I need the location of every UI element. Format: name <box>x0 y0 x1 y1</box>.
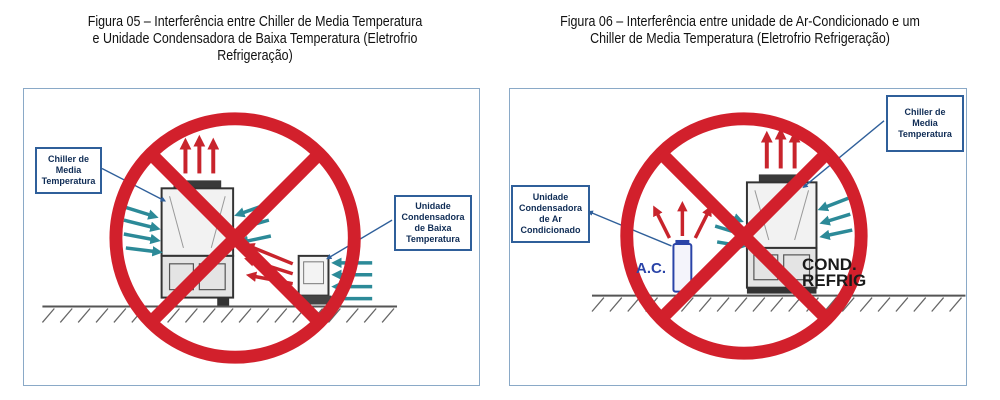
ac-discharge-arrows <box>653 200 712 239</box>
callout-text: Temperatura <box>41 176 96 186</box>
caption-line: Refrigeração) <box>217 48 293 64</box>
cond-label-line: REFRIG <box>802 271 867 290</box>
callout-text: Condensadora <box>518 203 582 213</box>
caption-line: Figura 06 – Interferência entre unidade … <box>560 14 920 30</box>
callout-text: Temperatura <box>406 234 460 244</box>
ac-label: A.C. <box>636 260 666 277</box>
prohibition-sign-icon <box>620 112 868 360</box>
callout-text: Media <box>912 118 938 128</box>
callout-text: de Ar <box>539 214 562 224</box>
callout-text: Temperatura <box>898 129 952 139</box>
cond-refrig-label: COND. REFRIG <box>802 255 867 290</box>
callout-chiller-media-temperatura: Chiller de Media Temperatura <box>35 147 102 194</box>
condensing-unit-icon <box>295 254 332 305</box>
hot-air-arrows <box>179 134 220 174</box>
callout-text: Chiller de <box>47 154 89 164</box>
callout-text: de Baixa <box>414 223 452 233</box>
callout-unidade-condensadora-ar: Unidade Condensadora de Ar Condicionado <box>511 185 590 243</box>
callout-chiller-media-temperatura: Chiller de Media Temperatura <box>886 95 964 152</box>
callout-text: Condicionado <box>520 225 581 235</box>
leader-line <box>802 120 885 189</box>
intake-arrows <box>121 202 272 257</box>
callout-text: Media <box>55 165 82 175</box>
caption-line: Chiller de Media Temperatura (Eletrofrio… <box>590 31 890 47</box>
callout-text: Unidade <box>532 192 569 202</box>
figure-05-panel: Chiller de Media Temperatura Unidade Con… <box>23 88 480 386</box>
hot-air-arrows <box>760 127 801 169</box>
callout-text: Condensadora <box>401 212 465 222</box>
figure-06-caption: Figura 06 – Interferência entre unidade … <box>525 14 955 48</box>
cond-label-line: COND. <box>802 255 857 274</box>
figure-05-drawing <box>41 112 398 364</box>
callout-unidade-condensadora: Unidade Condensadora de Baixa Temperatur… <box>394 195 472 251</box>
caption-line: e Unidade Condensadora de Baixa Temperat… <box>92 31 418 47</box>
figure-06-drawing <box>587 112 966 360</box>
prohibition-sign-icon <box>109 112 361 364</box>
callout-text: Unidade <box>415 201 451 211</box>
ground-hatch-icon <box>41 305 398 323</box>
figure-06-panel: Chiller de Media Temperatura Unidade Con… <box>509 88 967 386</box>
figure-05-caption: Figura 05 – Interferência entre Chiller … <box>44 14 465 65</box>
callout-text: Chiller de <box>904 107 946 117</box>
ac-unit-icon <box>672 239 693 293</box>
caption-line: Figura 05 – Interferência entre Chiller … <box>87 14 423 30</box>
